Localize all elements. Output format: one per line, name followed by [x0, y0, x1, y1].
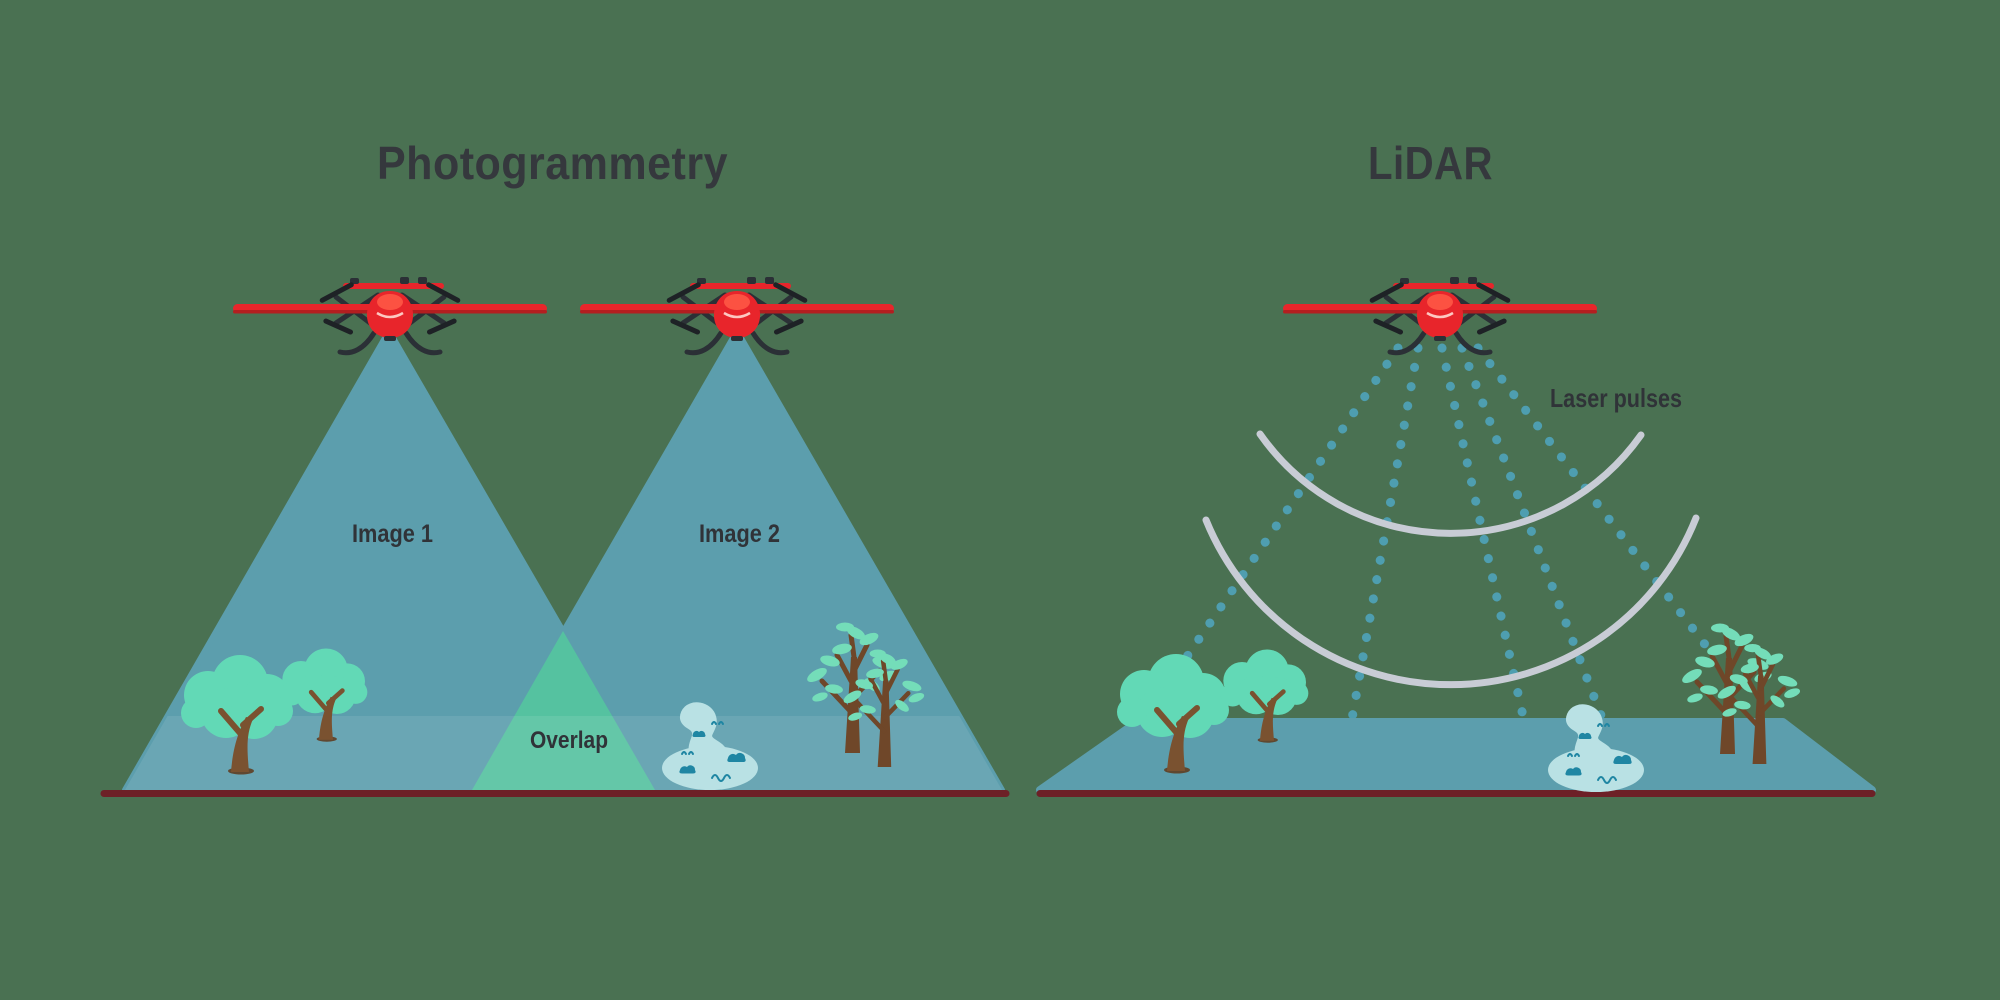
wavefront-arcs	[1202, 430, 1700, 689]
laser-ray	[1457, 343, 1607, 723]
laser-rays	[1181, 343, 1718, 735]
laser-ray	[1473, 343, 1718, 660]
overlap-label: Overlap	[530, 727, 608, 754]
drone-icon	[1283, 277, 1597, 353]
laser-pulses-label: Laser pulses	[1550, 383, 1682, 413]
left-panel-title: Photogrammetry	[377, 137, 728, 189]
laser-ray	[1437, 343, 1528, 721]
wavefront-arc	[1256, 430, 1645, 537]
laser-ray	[1345, 343, 1423, 735]
laser-ray	[1181, 343, 1403, 663]
wavefront-arc	[1202, 514, 1700, 689]
cone1-label: Image 1	[352, 520, 433, 548]
right-panel-title: LiDAR	[1368, 137, 1493, 189]
cone2-label: Image 2	[699, 520, 780, 548]
photogrammetry-panel: Photogrammetry Image 1 Image 2 Overlap	[100, 137, 1010, 794]
overlap-region	[472, 631, 655, 790]
lidar-panel: LiDAR Laser pulses	[1036, 137, 1876, 794]
